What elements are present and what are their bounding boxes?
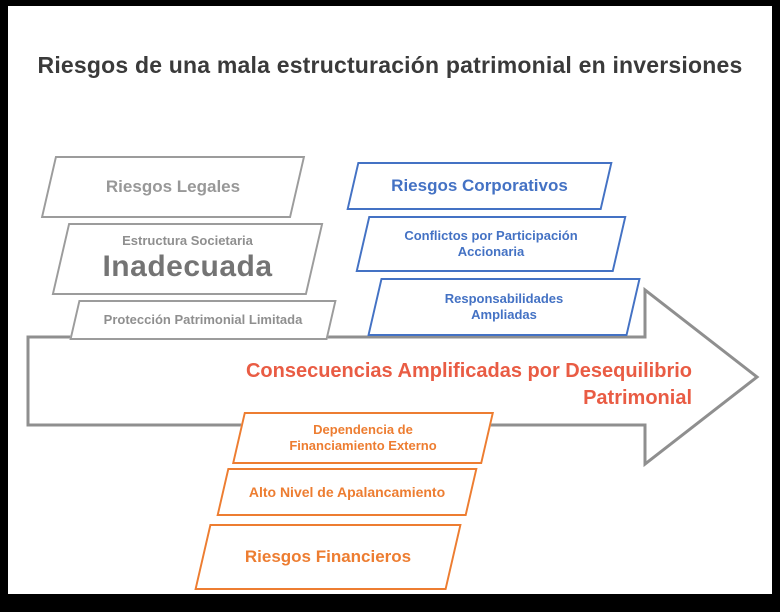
blue-stack-box-1: Riesgos Corporativos xyxy=(346,162,613,210)
orange-stack-box-2: Alto Nivel de Apalancamiento xyxy=(216,468,478,516)
slide-canvas: Riesgos de una mala estructuración patri… xyxy=(8,6,772,594)
gray-stack-box-3-inner: Protección Patrimonial Limitada xyxy=(76,302,330,338)
blue-stack-box-1-inner: Riesgos Corporativos xyxy=(354,164,605,208)
blue-stack-box-2: Conflictos por Participación Accionaria xyxy=(355,216,627,272)
gray-stack-box-1-label: Riesgos Legales xyxy=(105,176,241,196)
orange-stack-box-3: Riesgos Financieros xyxy=(194,524,462,590)
flow-arrow xyxy=(26,286,760,468)
gray-stack-box-3: Protección Patrimonial Limitada xyxy=(69,300,337,340)
gray-stack-box-2: Estructura Societaria Inadecuada xyxy=(51,223,324,295)
blue-stack-box-1-label: Riesgos Corporativos xyxy=(391,175,568,195)
orange-stack-box-3-label: Riesgos Financieros xyxy=(244,546,412,566)
gray-stack-box-2-subtitle: Estructura Societaria xyxy=(122,233,253,249)
gray-stack-box-3-label: Protección Patrimonial Limitada xyxy=(103,312,303,328)
blue-stack-box-2-label: Conflictos por Participación Accionaria xyxy=(404,228,578,259)
blue-stack-box-3-label: Responsabilidades Ampliadas xyxy=(444,291,564,322)
orange-stack-box-1-inner: Dependencia de Financiamiento Externo xyxy=(240,414,486,462)
blue-stack-box-2-inner: Conflictos por Participación Accionaria xyxy=(364,218,618,270)
gray-stack-box-1: Riesgos Legales xyxy=(40,156,306,218)
arrow-caption: Consecuencias Amplificadas por Desequili… xyxy=(245,360,692,409)
gray-stack-box-2-inner: Estructura Societaria Inadecuada xyxy=(62,225,313,293)
gray-stack-box-1-inner: Riesgos Legales xyxy=(50,158,296,216)
gray-stack-box-2-label: Inadecuada xyxy=(102,249,273,283)
blue-stack-box-3-inner: Responsabilidades Ampliadas xyxy=(376,280,632,334)
orange-stack-box-3-inner: Riesgos Financieros xyxy=(204,526,452,588)
orange-stack-box-1-label: Dependencia de Financiamiento Externo xyxy=(289,422,437,453)
page-title: Riesgos de una mala estructuración patri… xyxy=(37,52,743,78)
blue-stack-box-3: Responsabilidades Ampliadas xyxy=(367,278,641,336)
orange-stack-box-2-inner: Alto Nivel de Apalancamiento xyxy=(224,470,470,514)
orange-stack-box-2-label: Alto Nivel de Apalancamiento xyxy=(248,483,446,500)
orange-stack-box-1: Dependencia de Financiamiento Externo xyxy=(231,412,495,464)
